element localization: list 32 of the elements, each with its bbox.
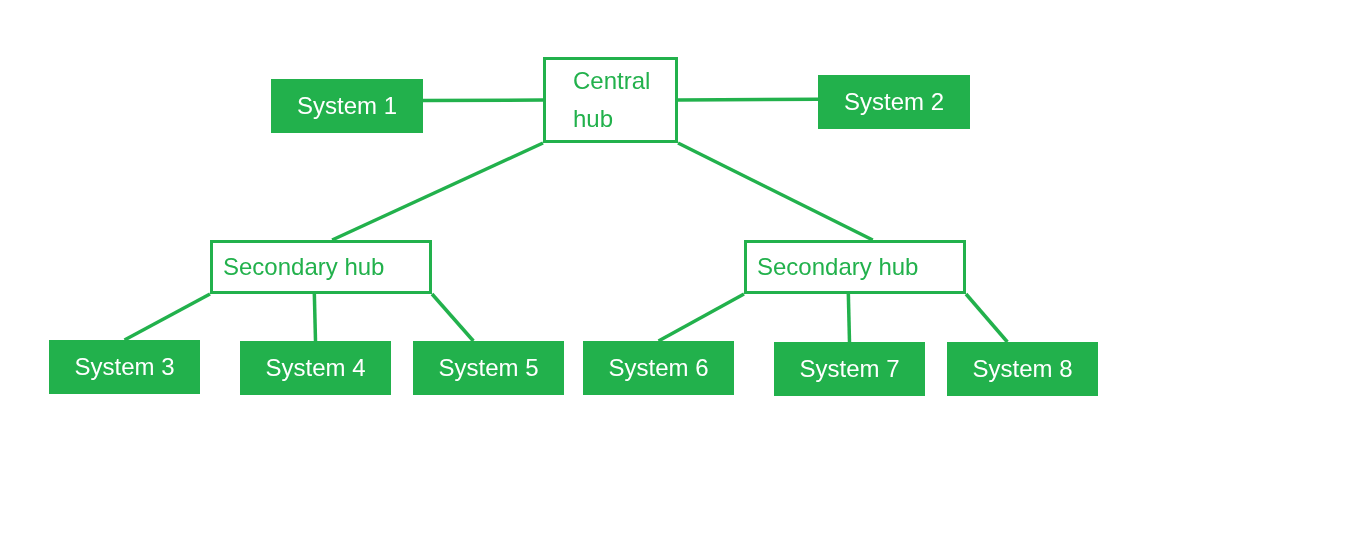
connector-line — [677, 141, 874, 242]
node-label: System 8 — [972, 354, 1073, 384]
hub-box — [543, 57, 678, 143]
connector-line — [423, 98, 543, 103]
connector-line — [123, 292, 211, 342]
system-box — [947, 342, 1098, 396]
connector-line — [430, 292, 475, 343]
node-label: Secondary hub — [757, 252, 919, 282]
connector-line — [657, 292, 745, 343]
node-label: System 2 — [844, 87, 944, 117]
connector-line — [964, 292, 1009, 344]
hub-box — [210, 240, 432, 294]
system-box — [49, 340, 200, 394]
node-label: System 6 — [608, 353, 709, 383]
system-box — [271, 79, 423, 133]
hub-box — [744, 240, 966, 294]
system-box — [818, 75, 970, 129]
connector-line — [331, 141, 544, 242]
system-box — [583, 341, 734, 395]
node-label: System 3 — [74, 352, 175, 382]
node-label: Secondary hub — [223, 252, 385, 282]
system-box — [240, 341, 391, 395]
node-label: System 4 — [265, 353, 366, 383]
connector-line — [678, 97, 818, 102]
node-label: System 1 — [297, 91, 397, 121]
node-label: System 7 — [799, 354, 900, 384]
system-box — [413, 341, 564, 395]
connector-line — [312, 293, 318, 342]
node-label: System 5 — [438, 353, 539, 383]
connector-line — [846, 293, 852, 343]
system-box — [774, 342, 925, 396]
node-label: Central hub — [573, 66, 652, 134]
